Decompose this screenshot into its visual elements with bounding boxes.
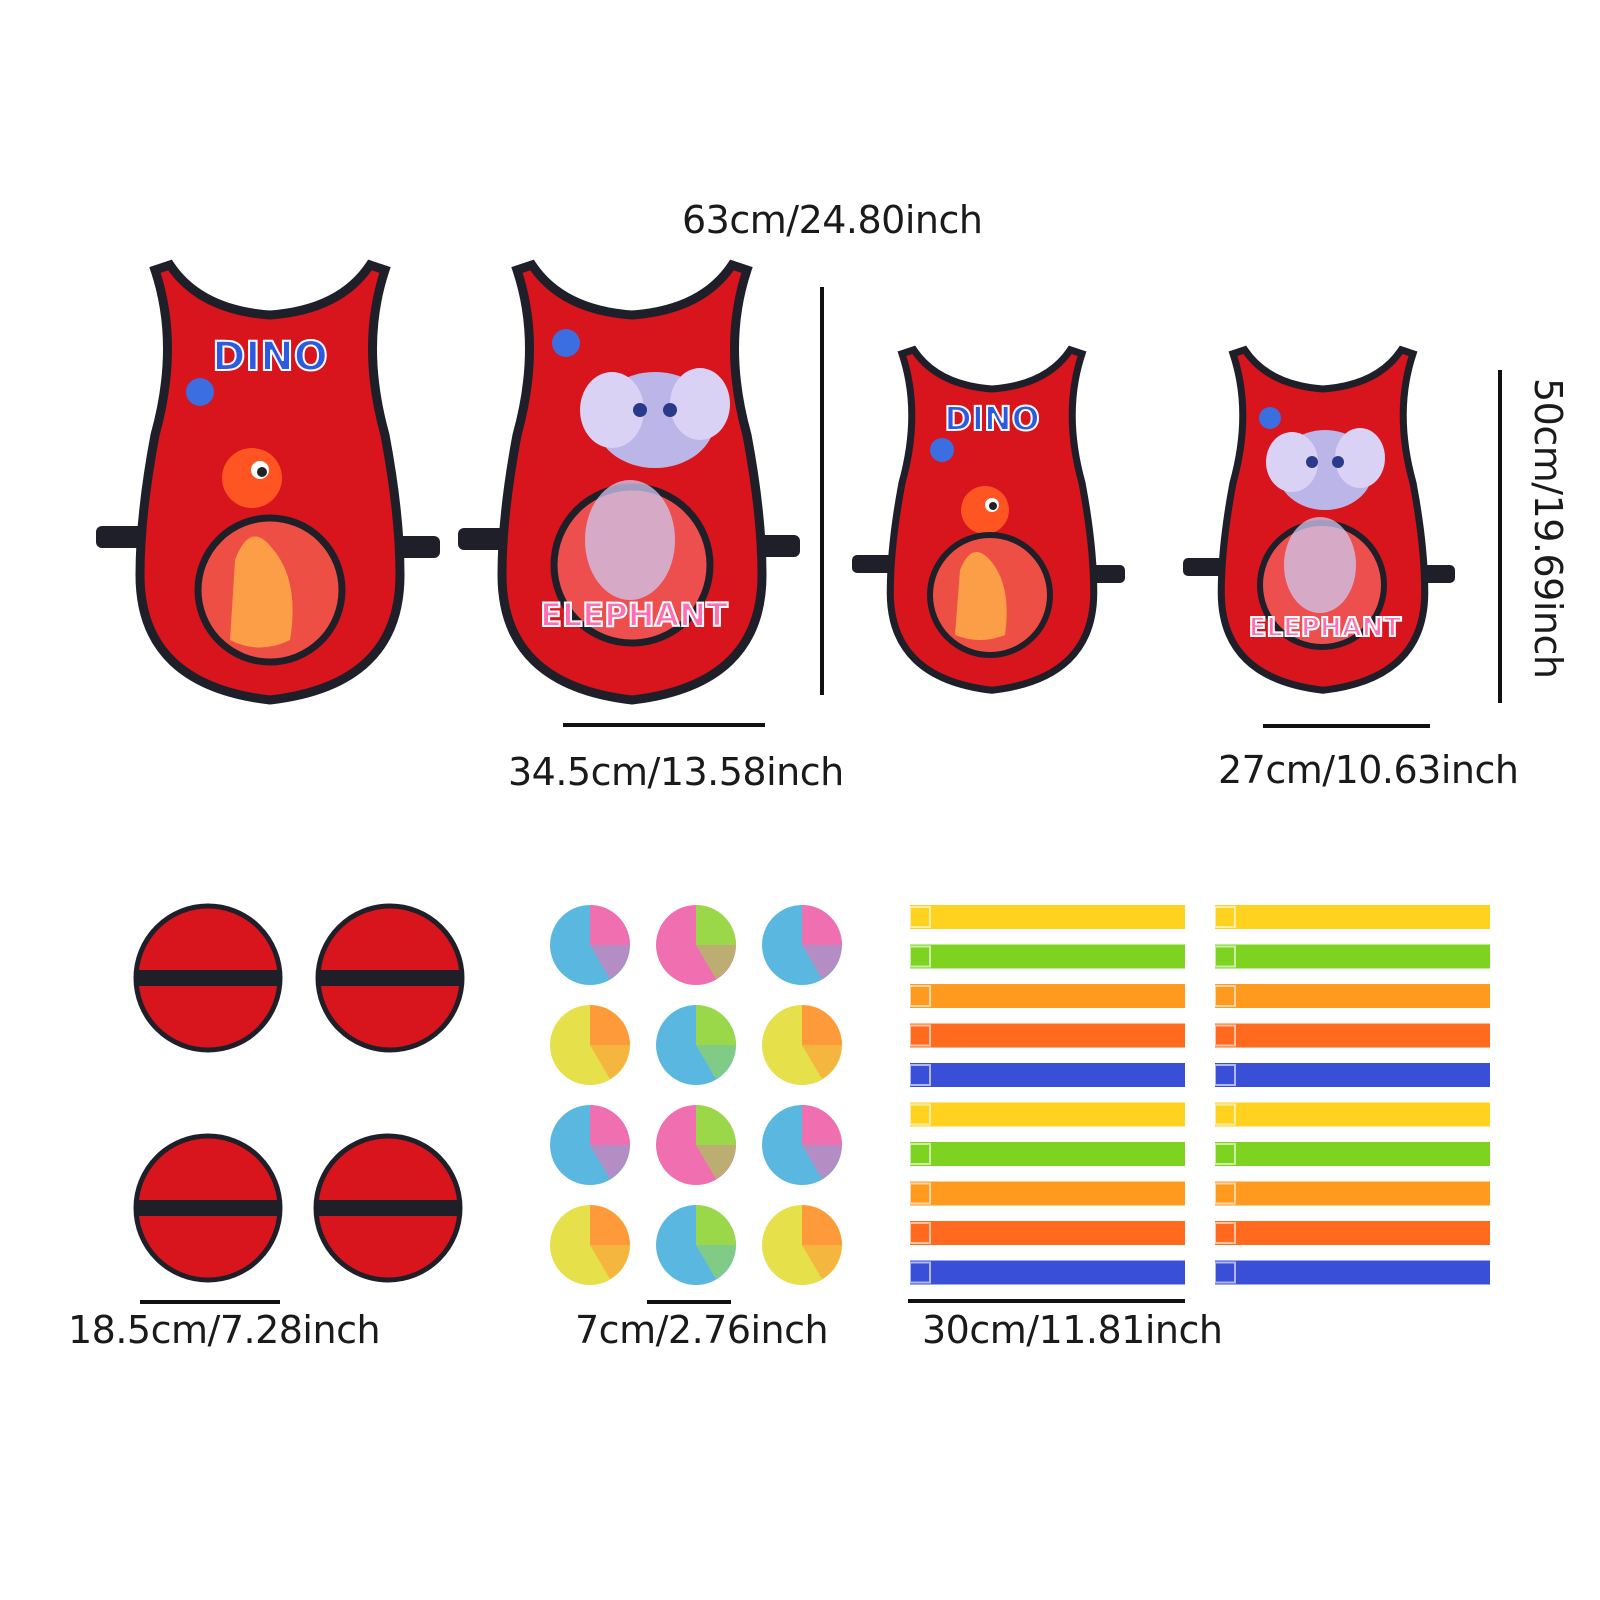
vest-label: DINO xyxy=(944,399,1039,438)
ball-width-line xyxy=(647,1300,731,1304)
large-vest-width-label: 34.5cm/13.58inch xyxy=(508,750,844,794)
vest-dino-large: DINO xyxy=(96,265,440,700)
vest-label: DINO xyxy=(212,334,328,380)
large-vest-height-label: 63cm/24.80inch xyxy=(682,198,983,242)
ball-size-label: 7cm/2.76inch xyxy=(575,1308,829,1352)
vest-dino-small: DINO xyxy=(852,350,1125,690)
target-pad xyxy=(313,1133,463,1283)
large-vest-width-line xyxy=(563,723,765,727)
strap xyxy=(909,984,1185,1008)
sticky-ball xyxy=(762,1005,842,1085)
strap xyxy=(1214,984,1490,1008)
large-vest-height-line xyxy=(820,287,824,695)
strap xyxy=(1214,1181,1490,1206)
strap-length-line xyxy=(908,1299,1185,1303)
strap xyxy=(1214,944,1490,969)
sticky-ball xyxy=(550,1005,630,1085)
target-pad-width-line xyxy=(140,1300,280,1304)
vest-elephant-small: ELEPHANT xyxy=(1183,350,1455,690)
sticky-balls xyxy=(550,905,842,1285)
sticky-ball xyxy=(550,1105,630,1185)
strap xyxy=(1214,1063,1490,1087)
sticky-ball xyxy=(656,905,736,985)
strap xyxy=(1214,1260,1490,1285)
small-vest-width-line xyxy=(1263,724,1430,728)
strap xyxy=(909,1023,1185,1048)
strap xyxy=(909,944,1185,969)
target-pad xyxy=(133,1133,283,1283)
strap xyxy=(1214,905,1490,929)
target-pad-size-label: 18.5cm/7.28inch xyxy=(68,1308,381,1352)
sticky-ball xyxy=(762,1205,842,1285)
strap xyxy=(909,1063,1185,1087)
strap xyxy=(1214,1102,1490,1127)
strap xyxy=(909,1142,1185,1166)
sticky-ball xyxy=(762,905,842,985)
strap xyxy=(1214,1221,1490,1245)
sticky-ball xyxy=(550,905,630,985)
small-vest-width-label: 27cm/10.63inch xyxy=(1218,748,1519,792)
fastener-straps xyxy=(909,905,1490,1285)
strap xyxy=(1214,1142,1490,1166)
small-vest-height-line xyxy=(1498,370,1502,703)
vest-label: ELEPHANT xyxy=(1249,613,1402,643)
sticky-ball xyxy=(550,1205,630,1285)
sticky-ball xyxy=(656,1005,736,1085)
strap xyxy=(909,1102,1185,1127)
target-pads xyxy=(133,903,465,1283)
sticky-ball xyxy=(656,1205,736,1285)
vest-elephant-large: ELEPHANT xyxy=(458,265,800,700)
strap xyxy=(909,1260,1185,1285)
target-pad xyxy=(315,903,465,1053)
strap xyxy=(909,1221,1185,1245)
sticky-ball xyxy=(656,1105,736,1185)
strap xyxy=(1214,1023,1490,1048)
target-pad xyxy=(133,903,283,1053)
sticky-ball xyxy=(762,1105,842,1185)
strap xyxy=(909,1181,1185,1206)
strap-length-label: 30cm/11.81inch xyxy=(922,1308,1223,1352)
strap xyxy=(909,905,1185,929)
vest-illustrations: DINO ELEPHANT DINO xyxy=(96,0,1455,800)
vest-label: ELEPHANT xyxy=(540,596,728,634)
